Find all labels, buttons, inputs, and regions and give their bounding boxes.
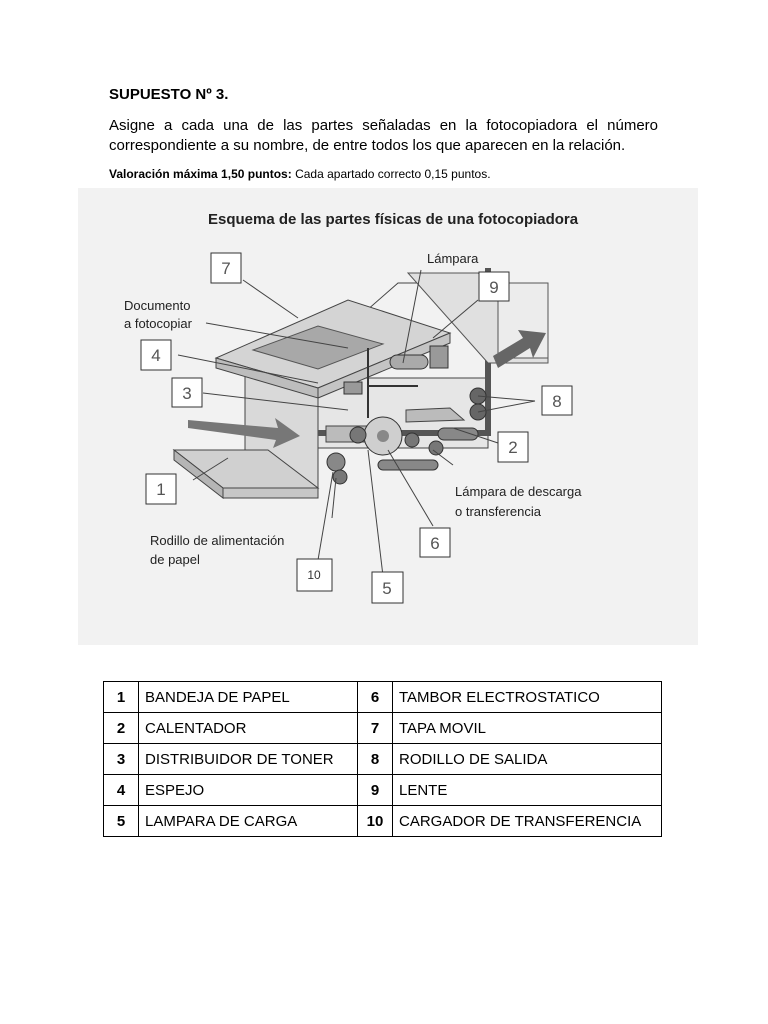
callout-6: 6 — [420, 528, 450, 557]
table-row: 2 CALENTADOR 7 TAPA MOVIL — [104, 713, 662, 744]
svg-text:8: 8 — [552, 392, 561, 411]
svg-text:2: 2 — [508, 438, 517, 457]
callout-2: 2 — [498, 432, 528, 462]
part-number: 7 — [358, 713, 393, 744]
part-name: TAPA MOVIL — [393, 713, 662, 744]
callout-1: 1 — [146, 474, 176, 504]
callout-3: 3 — [172, 378, 202, 407]
callout-10: 10 — [297, 559, 332, 591]
label-descarga-line1: Lámpara de descarga — [455, 484, 582, 499]
label-descarga-line2: o transferencia — [455, 504, 542, 519]
diagram-title: Esquema de las partes físicas de una fot… — [208, 211, 579, 228]
svg-text:5: 5 — [382, 579, 391, 598]
part-number: 10 — [358, 806, 393, 837]
part-name: BANDEJA DE PAPEL — [139, 682, 358, 713]
part-name: ESPEJO — [139, 775, 358, 806]
label-documento-line1: Documento — [124, 298, 190, 313]
label-rodillo-line1: Rodillo de alimentación — [150, 533, 284, 548]
table-row: 5 LAMPARA DE CARGA 10 CARGADOR DE TRANSF… — [104, 806, 662, 837]
exercise-heading: SUPUESTO Nº 3. — [109, 86, 228, 103]
scoring-text: Cada apartado correcto 0,15 puntos. — [292, 167, 491, 181]
part-number: 5 — [104, 806, 139, 837]
part-name: LAMPARA DE CARGA — [139, 806, 358, 837]
part-number: 8 — [358, 744, 393, 775]
svg-text:4: 4 — [151, 346, 160, 365]
scoring-label: Valoración máxima 1,50 puntos: — [109, 167, 292, 181]
photocopier-diagram: Esquema de las partes físicas de una fot… — [78, 188, 698, 645]
label-documento-line2: a fotocopiar — [124, 316, 193, 331]
label-lampara: Lámpara — [427, 251, 479, 266]
table-row: 4 ESPEJO 9 LENTE — [104, 775, 662, 806]
part-number: 6 — [358, 682, 393, 713]
parts-table: 1 BANDEJA DE PAPEL 6 TAMBOR ELECTROSTATI… — [103, 681, 662, 837]
part-number: 1 — [104, 682, 139, 713]
callout-5: 5 — [372, 572, 403, 603]
svg-text:7: 7 — [221, 259, 230, 278]
part-name: TAMBOR ELECTROSTATICO — [393, 682, 662, 713]
exercise-instructions: Asigne a cada una de las partes señalada… — [109, 116, 658, 156]
callout-9: 9 — [479, 272, 509, 301]
table-row: 1 BANDEJA DE PAPEL 6 TAMBOR ELECTROSTATI… — [104, 682, 662, 713]
part-name: DISTRIBUIDOR DE TONER — [139, 744, 358, 775]
svg-text:9: 9 — [489, 278, 498, 297]
callout-4: 4 — [141, 340, 171, 370]
callout-7: 7 — [211, 253, 241, 283]
part-number: 9 — [358, 775, 393, 806]
scoring-note: Valoración máxima 1,50 puntos: Cada apar… — [109, 167, 491, 181]
part-name: LENTE — [393, 775, 662, 806]
part-name: CARGADOR DE TRANSFERENCIA — [393, 806, 662, 837]
part-name: CALENTADOR — [139, 713, 358, 744]
svg-text:1: 1 — [156, 480, 165, 499]
svg-text:10: 10 — [307, 568, 321, 582]
svg-text:3: 3 — [182, 384, 191, 403]
part-name: RODILLO DE SALIDA — [393, 744, 662, 775]
part-number: 3 — [104, 744, 139, 775]
callout-8: 8 — [542, 386, 572, 415]
table-row: 3 DISTRIBUIDOR DE TONER 8 RODILLO DE SAL… — [104, 744, 662, 775]
part-number: 4 — [104, 775, 139, 806]
label-rodillo-line2: de papel — [150, 552, 200, 567]
part-number: 2 — [104, 713, 139, 744]
svg-text:6: 6 — [430, 534, 439, 553]
